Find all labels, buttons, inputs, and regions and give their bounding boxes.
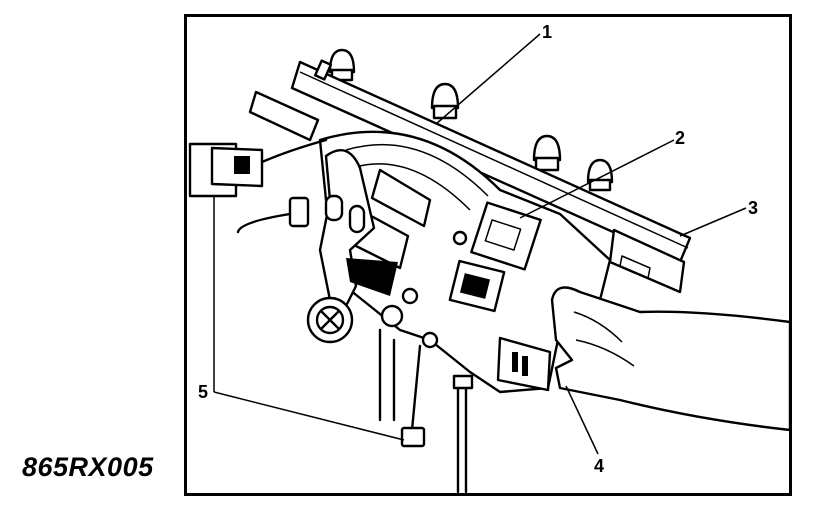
lever-arm	[306, 148, 398, 344]
leader-lines	[213, 33, 747, 455]
technician-hand	[550, 286, 792, 432]
callout-5: 5	[198, 382, 208, 402]
switch-body	[318, 130, 612, 394]
callout-4: 4	[594, 456, 604, 476]
callout-3: 3	[748, 198, 758, 218]
callout-1: 1	[542, 22, 552, 42]
wiring-harness	[188, 138, 474, 494]
indicator-bulbs	[328, 48, 614, 192]
figure-code: 865RX005	[22, 452, 154, 482]
callout-2: 2	[675, 128, 685, 148]
mounting-rail	[248, 59, 692, 294]
